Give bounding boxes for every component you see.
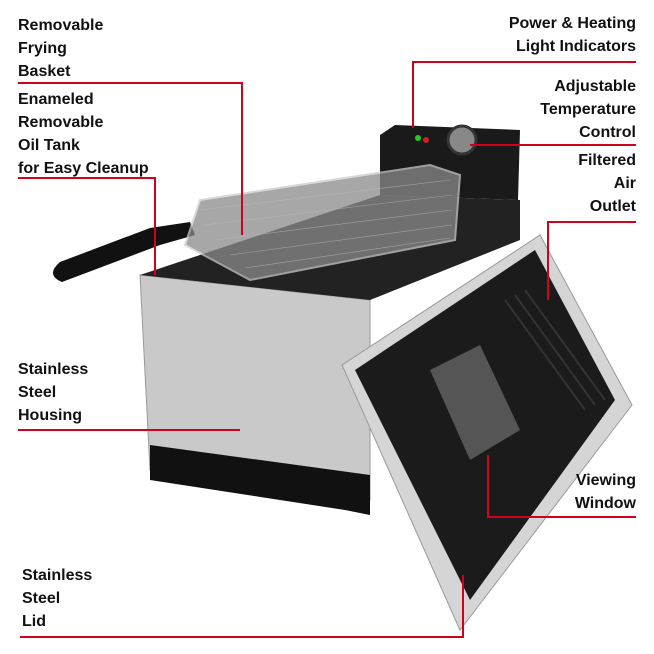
window-leader-line — [487, 455, 636, 518]
callout-oil-tank: Enameled Removable Oil Tank for Easy Cle… — [18, 91, 149, 177]
lid-leader-line — [20, 575, 464, 638]
fryer-handle — [52, 222, 195, 282]
frying-basket — [183, 163, 462, 282]
heating-light — [423, 137, 429, 143]
callout-frying-basket: Removable Frying Basket — [18, 17, 104, 80]
power-light — [415, 135, 421, 141]
viewing-window — [430, 345, 520, 460]
indicators-leader-line — [412, 61, 636, 128]
oil-tank-leader-line — [18, 177, 156, 275]
callout-housing: Stainless Steel Housing — [18, 361, 89, 424]
callout-indicators: Power & Heating Light Indicators — [508, 15, 636, 55]
air-outlet-leader-line — [547, 221, 636, 300]
callout-temperature: Adjustable Temperature Control — [540, 78, 636, 141]
callout-lid: Stainless Steel Lid — [22, 567, 93, 630]
basket-leader-line — [18, 82, 243, 235]
housing-base — [150, 445, 370, 515]
callout-air-outlet: Filtered Air Outlet — [578, 152, 636, 215]
callout-viewing-window: Viewing Window — [574, 472, 636, 512]
temperature-knob — [446, 124, 478, 156]
